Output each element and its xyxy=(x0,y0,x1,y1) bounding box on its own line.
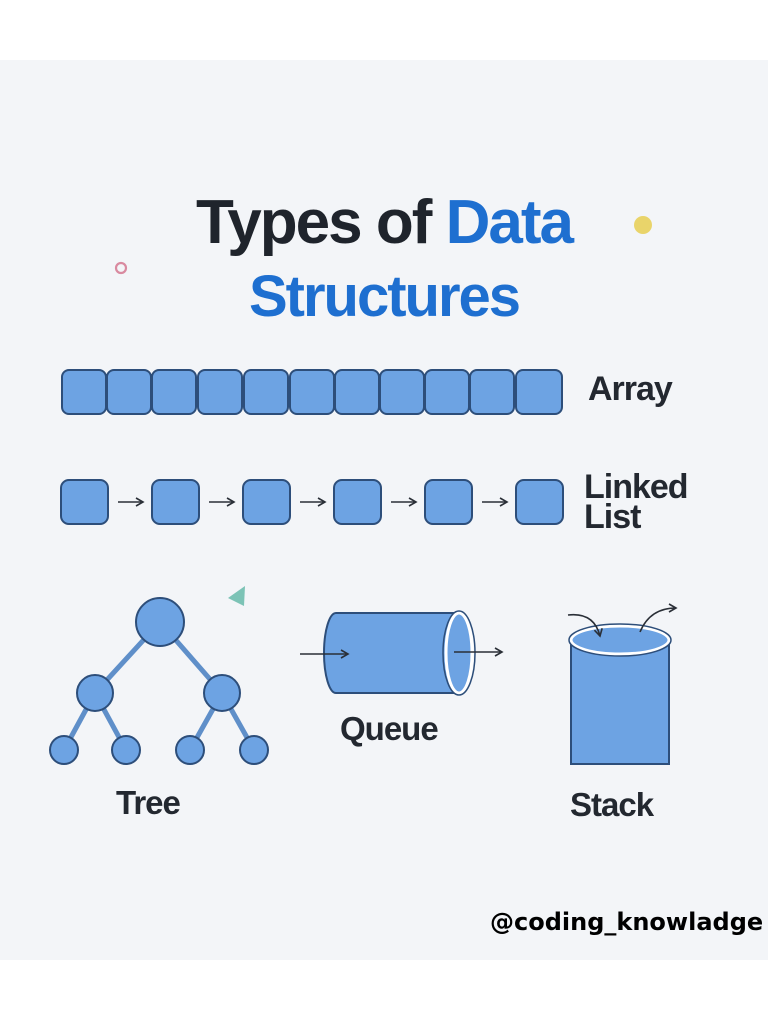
decorative-teal-triangle xyxy=(228,586,245,606)
array-cell xyxy=(424,369,470,415)
stack-push-arrow-icon xyxy=(567,613,603,638)
decorative-yellow-dot xyxy=(634,216,652,234)
tree-label: Tree xyxy=(116,784,181,821)
watermark-handle: @coding_knowladge xyxy=(490,908,764,936)
title-dark-text: Types of xyxy=(196,188,446,257)
linked-list-node xyxy=(60,479,109,525)
queue-label: Queue xyxy=(340,710,439,747)
tree-diagram xyxy=(49,597,269,765)
linked-list-label-line-2: List xyxy=(584,498,641,536)
queue-tube-opening xyxy=(444,611,474,695)
stack-label: Stack xyxy=(570,786,654,823)
page-title-line-2: Structures xyxy=(248,264,521,329)
tree-leaf-node xyxy=(111,735,141,765)
title-accent-text: Data xyxy=(445,188,574,257)
array-diagram xyxy=(61,369,563,415)
queue-diagram xyxy=(300,610,504,696)
linked-list-node xyxy=(424,479,473,525)
tree-node xyxy=(76,674,114,712)
array-cell xyxy=(151,369,197,415)
stack-diagram xyxy=(567,603,678,765)
stack-cylinder-top xyxy=(569,624,671,656)
linked-list-node xyxy=(515,479,564,525)
tree-leaf-node xyxy=(49,735,79,765)
array-label: Array xyxy=(588,370,673,408)
linked-list-node xyxy=(333,479,382,525)
tree-leaf-node xyxy=(239,735,269,765)
array-cell xyxy=(106,369,152,415)
linked-list-node xyxy=(151,479,200,525)
tree-node xyxy=(203,674,241,712)
decorative-pink-ring xyxy=(114,261,128,275)
array-cell xyxy=(61,369,107,415)
linked-list-diagram xyxy=(60,479,564,525)
diagram-background xyxy=(0,60,768,960)
array-cell xyxy=(469,369,515,415)
stack-cylinder xyxy=(570,639,670,765)
array-cell xyxy=(379,369,425,415)
queue-tube xyxy=(323,612,460,694)
linked-list-label-line-1: Linked xyxy=(584,468,689,506)
array-cell xyxy=(197,369,243,415)
tree-root-node xyxy=(135,597,185,647)
array-cell xyxy=(334,369,380,415)
array-cell xyxy=(243,369,289,415)
array-cell xyxy=(515,369,563,415)
stack-pop-arrow-icon xyxy=(639,603,678,633)
linked-list-node xyxy=(242,479,291,525)
array-cell xyxy=(289,369,335,415)
tree-leaf-node xyxy=(175,735,205,765)
page-title-line-1: Types of Data xyxy=(0,192,768,254)
